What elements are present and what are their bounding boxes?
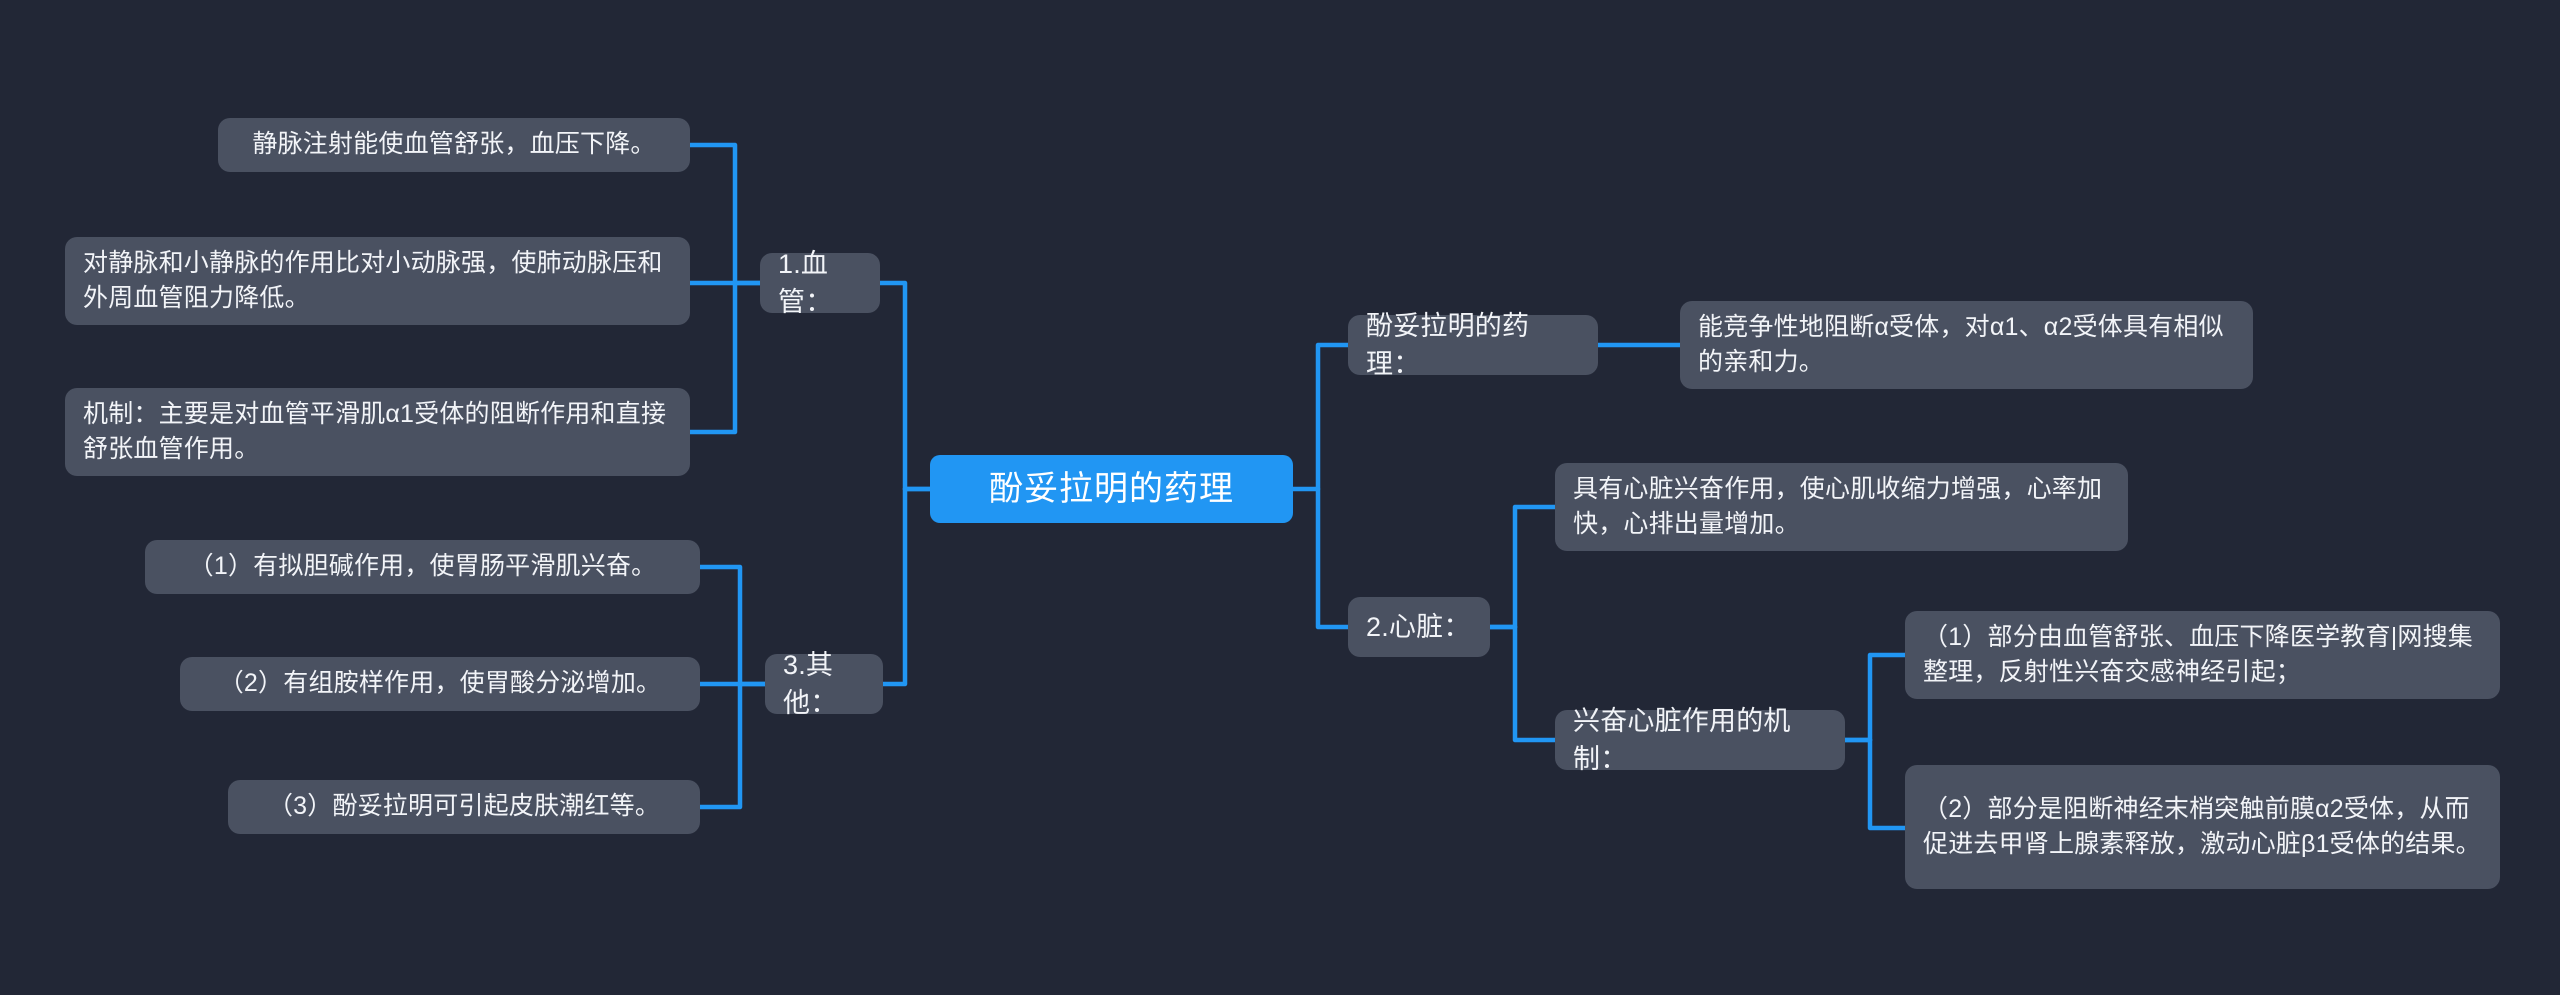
- branch-other-label: 3.其他：: [783, 649, 838, 718]
- branch-blood-vessel-label: 1.血管：: [778, 248, 833, 317]
- leaf-heart-mechanism-1-label: （1）部分由血管舒张、血压下降医学教育|网搜集整理，反射性兴奋交感神经引起；: [1923, 622, 2473, 687]
- leaf-other-3[interactable]: （3）酚妥拉明可引起皮肤潮红等。: [228, 780, 700, 834]
- leaf-heart-mechanism-2[interactable]: （2）部分是阻断神经末梢突触前膜α2受体，从而促进去甲肾上腺素释放，激动心脏β1…: [1905, 765, 2500, 889]
- branch-pharmacology[interactable]: 酚妥拉明的药理：: [1348, 311, 1598, 379]
- connector-root-left-2: [877, 486, 908, 687]
- leaf-heart-mechanism-1[interactable]: （1）部分由血管舒张、血压下降医学教育|网搜集整理，反射性兴奋交感神经引起；: [1905, 611, 2500, 699]
- leaf-other-1[interactable]: （1）有拟胆碱作用，使胃肠平滑肌兴奋。: [145, 540, 700, 594]
- leaf-other-2-label: （2）有组胺样作用，使胃酸分泌增加。: [218, 669, 662, 698]
- leaf-blood-vessel-3[interactable]: 机制：主要是对血管平滑肌α1受体的阻断作用和直接舒张血管作用。: [65, 388, 690, 476]
- connector-blood-vessel-child3: [687, 280, 738, 435]
- connector-blood-vessel-children: [687, 142, 763, 286]
- leaf-heart-1[interactable]: 具有心脏兴奋作用，使心肌收缩力增强，心率加快，心排出量增加。: [1555, 463, 2128, 551]
- branch-heart-mechanism-label: 兴奋心脏作用的机制：: [1573, 705, 1791, 774]
- leaf-blood-vessel-2-label: 对静脉和小静脉的作用比对小动脉强，使肺动脉压和外周血管阻力降低。: [83, 248, 663, 313]
- connector-heart-child2: [1512, 624, 1558, 743]
- leaf-blood-vessel-2[interactable]: 对静脉和小静脉的作用比对小动脉强，使肺动脉压和外周血管阻力降低。: [65, 237, 690, 325]
- leaf-other-1-label: （1）有拟胆碱作用，使胃肠平滑肌兴奋。: [188, 552, 657, 581]
- connector-root-right: [1290, 342, 1351, 492]
- leaf-pharmacology-1[interactable]: 能竞争性地阻断α受体，对α1、α2受体具有相似的亲和力。: [1680, 301, 2253, 389]
- leaf-blood-vessel-1[interactable]: 静脉注射能使血管舒张，血压下降。: [218, 118, 690, 172]
- leaf-other-2[interactable]: （2）有组胺样作用，使胃酸分泌增加。: [180, 657, 700, 711]
- connector-mechanism-children: [1842, 652, 1908, 743]
- branch-pharmacology-label: 酚妥拉明的药理：: [1366, 310, 1530, 379]
- connector-root-right-2: [1315, 486, 1351, 630]
- leaf-other-3-label: （3）酚妥拉明可引起皮肤潮红等。: [267, 792, 661, 821]
- leaf-blood-vessel-1-label: 静脉注射能使血管舒张，血压下降。: [252, 130, 656, 159]
- branch-blood-vessel[interactable]: 1.血管：: [760, 249, 880, 317]
- connector-other-child3: [697, 681, 743, 810]
- connector-heart-children: [1487, 504, 1558, 630]
- root-node-label: 酚妥拉明的药理: [989, 469, 1234, 508]
- connector-other-children: [697, 564, 768, 687]
- branch-heart-label: 2.心脏：: [1366, 611, 1471, 642]
- leaf-blood-vessel-3-label: 机制：主要是对血管平滑肌α1受体的阻断作用和直接舒张血管作用。: [83, 399, 667, 464]
- branch-heart[interactable]: 2.心脏：: [1348, 597, 1490, 657]
- root-node[interactable]: 酚妥拉明的药理: [930, 455, 1293, 523]
- branch-heart-mechanism[interactable]: 兴奋心脏作用的机制：: [1555, 706, 1845, 774]
- connector-mechanism-child2: [1867, 737, 1908, 831]
- leaf-heart-mechanism-2-label: （2）部分是阻断神经末梢突触前膜α2受体，从而促进去甲肾上腺素释放，激动心脏β1…: [1923, 794, 2481, 859]
- connector-root-left: [877, 280, 933, 492]
- leaf-pharmacology-1-label: 能竞争性地阻断α受体，对α1、α2受体具有相似的亲和力。: [1698, 312, 2224, 377]
- branch-other[interactable]: 3.其他：: [765, 650, 883, 718]
- leaf-heart-1-label: 具有心脏兴奋作用，使心肌收缩力增强，心率加快，心排出量增加。: [1573, 474, 2103, 539]
